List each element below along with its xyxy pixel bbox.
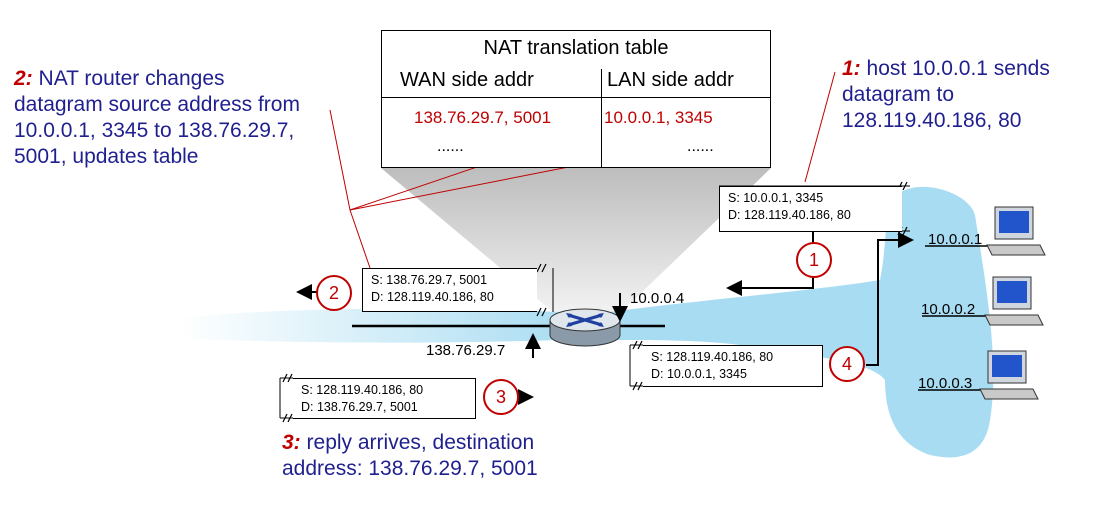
- table-divider-v: [601, 69, 602, 167]
- packet-4: S: 128.119.40.186, 80 D: 10.0.0.1, 3345: [643, 345, 823, 387]
- desktop-computer-icon: [984, 276, 1044, 326]
- packet-2-destination: D: 128.119.40.186, 80: [371, 290, 494, 304]
- packet-2-source: S: 138.76.29.7, 5001: [371, 273, 488, 287]
- step2-text: NAT router changes datagram source addre…: [14, 67, 300, 168]
- desktop-computer-icon: [986, 206, 1046, 256]
- lan-header: LAN side addr: [607, 69, 734, 91]
- lan-more-entries: ......: [687, 138, 714, 155]
- step2-number: 2:: [14, 67, 33, 90]
- host2-address: 10.0.0.2: [921, 301, 976, 318]
- step-2-marker: 2: [316, 275, 352, 311]
- wan-more-entries: ......: [437, 138, 464, 155]
- step1-note: 1: host 10.0.0.1 sends datagram to 128.1…: [842, 56, 1092, 134]
- wan-entry: 138.76.29.7, 5001: [414, 108, 552, 127]
- step2-note: 2: NAT router changes datagram source ad…: [14, 66, 304, 170]
- packet-3-destination: D: 138.76.29.7, 5001: [301, 400, 418, 414]
- table-divider-h: [382, 97, 770, 98]
- step3-note: 3: reply arrives, destination address: 1…: [282, 430, 612, 482]
- step-1-marker: 1: [796, 242, 832, 278]
- packet-3-source: S: 128.119.40.186, 80: [301, 383, 424, 397]
- packet-4-destination: D: 10.0.0.1, 3345: [651, 367, 747, 381]
- packet-4-source: S: 128.119.40.186, 80: [651, 350, 774, 364]
- packet-1-source: S: 10.0.0.1, 3345: [728, 191, 824, 205]
- nat-translation-table: NAT translation table WAN side addr LAN …: [381, 30, 771, 168]
- lan-network-cloud: [610, 186, 994, 458]
- router-icon: [549, 308, 621, 347]
- nat-table-title: NAT translation table: [483, 37, 669, 59]
- step-4-marker: 4: [829, 346, 865, 382]
- packet-1-destination: D: 128.119.40.186, 80: [728, 208, 851, 222]
- packet-2: S: 138.76.29.7, 5001 D: 128.119.40.186, …: [362, 268, 537, 312]
- table-funnel: [381, 168, 771, 318]
- step1-number: 1:: [842, 57, 861, 80]
- step3-number: 3:: [282, 431, 301, 454]
- lan-entry: 10.0.0.1, 3345: [604, 108, 713, 127]
- router-wan-address: 138.76.29.7: [426, 342, 506, 359]
- packet-3: S: 128.119.40.186, 80 D: 138.76.29.7, 50…: [293, 378, 476, 419]
- packet-1: S: 10.0.0.1, 3345 D: 128.119.40.186, 80: [719, 186, 902, 232]
- step1-text: host 10.0.0.1 sends datagram to 128.119.…: [842, 57, 1050, 132]
- wan-header: WAN side addr: [400, 69, 534, 91]
- host3-address: 10.0.0.3: [918, 375, 973, 392]
- step-3-marker: 3: [483, 379, 519, 415]
- router-lan-address: 10.0.0.4: [630, 290, 685, 307]
- step3-text: reply arrives, destination address: 138.…: [282, 431, 538, 480]
- desktop-computer-icon: [979, 350, 1039, 400]
- host1-address: 10.0.0.1: [928, 231, 983, 248]
